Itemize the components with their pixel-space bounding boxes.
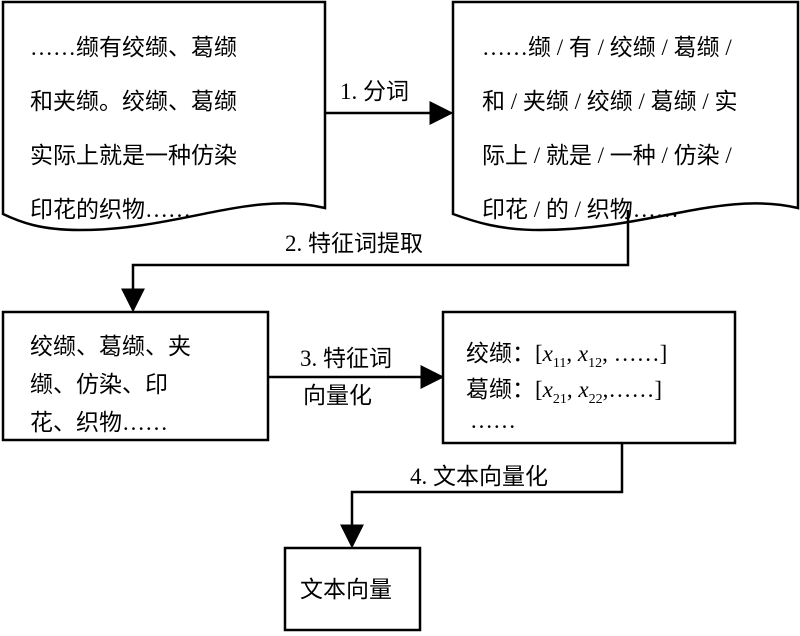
step3-label-line1: 3. 特征词 xyxy=(300,346,392,371)
step2-arrow xyxy=(121,210,630,313)
step4-label: 4. 文本向量化 xyxy=(410,464,548,489)
step2-label: 2. 特征词提取 xyxy=(285,231,423,256)
feature-vectors-box: 绞缬：[x11, x12, ……] 葛缬：[x21, x22,……] …… xyxy=(441,310,737,445)
feature-words-line: 绞缬、葛缬、夹 xyxy=(30,334,191,359)
text-vector-label: 文本向量 xyxy=(300,577,392,602)
segmented-line: 和 / 夹缬 / 绞缬 / 葛缬 / 实 xyxy=(482,89,738,114)
step1-label: 1. 分词 xyxy=(340,79,409,104)
source-line: 实际上就是一种仿染 xyxy=(30,143,237,168)
vector-row-2: 葛缬：[x21, x22,……] xyxy=(466,377,662,407)
text-vector-box: 文本向量 xyxy=(283,546,422,632)
step4-arrow xyxy=(340,443,624,549)
step3-label-line2: 向量化 xyxy=(303,383,372,408)
source-document: ……缬有绞缬、葛缬 和夹缬。绞缬、葛缬 实际上就是一种仿染 印花的织物…… xyxy=(1,0,327,232)
segmented-line: 印花 / 的 / 织物…… xyxy=(482,197,679,222)
feature-words-box: 绞缬、葛缬、夹 缬、仿染、印 花、织物…… xyxy=(1,310,270,442)
vector-ellipsis: …… xyxy=(470,408,516,433)
source-line: 和夹缬。绞缬、葛缬 xyxy=(30,89,237,114)
feature-words-line: 花、织物…… xyxy=(30,410,168,435)
vector-row-1: 绞缬：[x11, x12, ……] xyxy=(466,341,667,371)
segmented-line: ……缬 / 有 / 绞缬 / 葛缬 / xyxy=(482,35,732,60)
source-line: ……缬有绞缬、葛缬 xyxy=(30,35,237,60)
source-line: 印花的织物…… xyxy=(30,197,191,222)
segmented-line: 际上 / 就是 / 一种 / 仿染 / xyxy=(482,143,732,168)
feature-words-line: 缬、仿染、印 xyxy=(30,372,168,397)
segmented-document: ……缬 / 有 / 绞缬 / 葛缬 / 和 / 夹缬 / 绞缬 / 葛缬 / 实… xyxy=(451,0,800,232)
